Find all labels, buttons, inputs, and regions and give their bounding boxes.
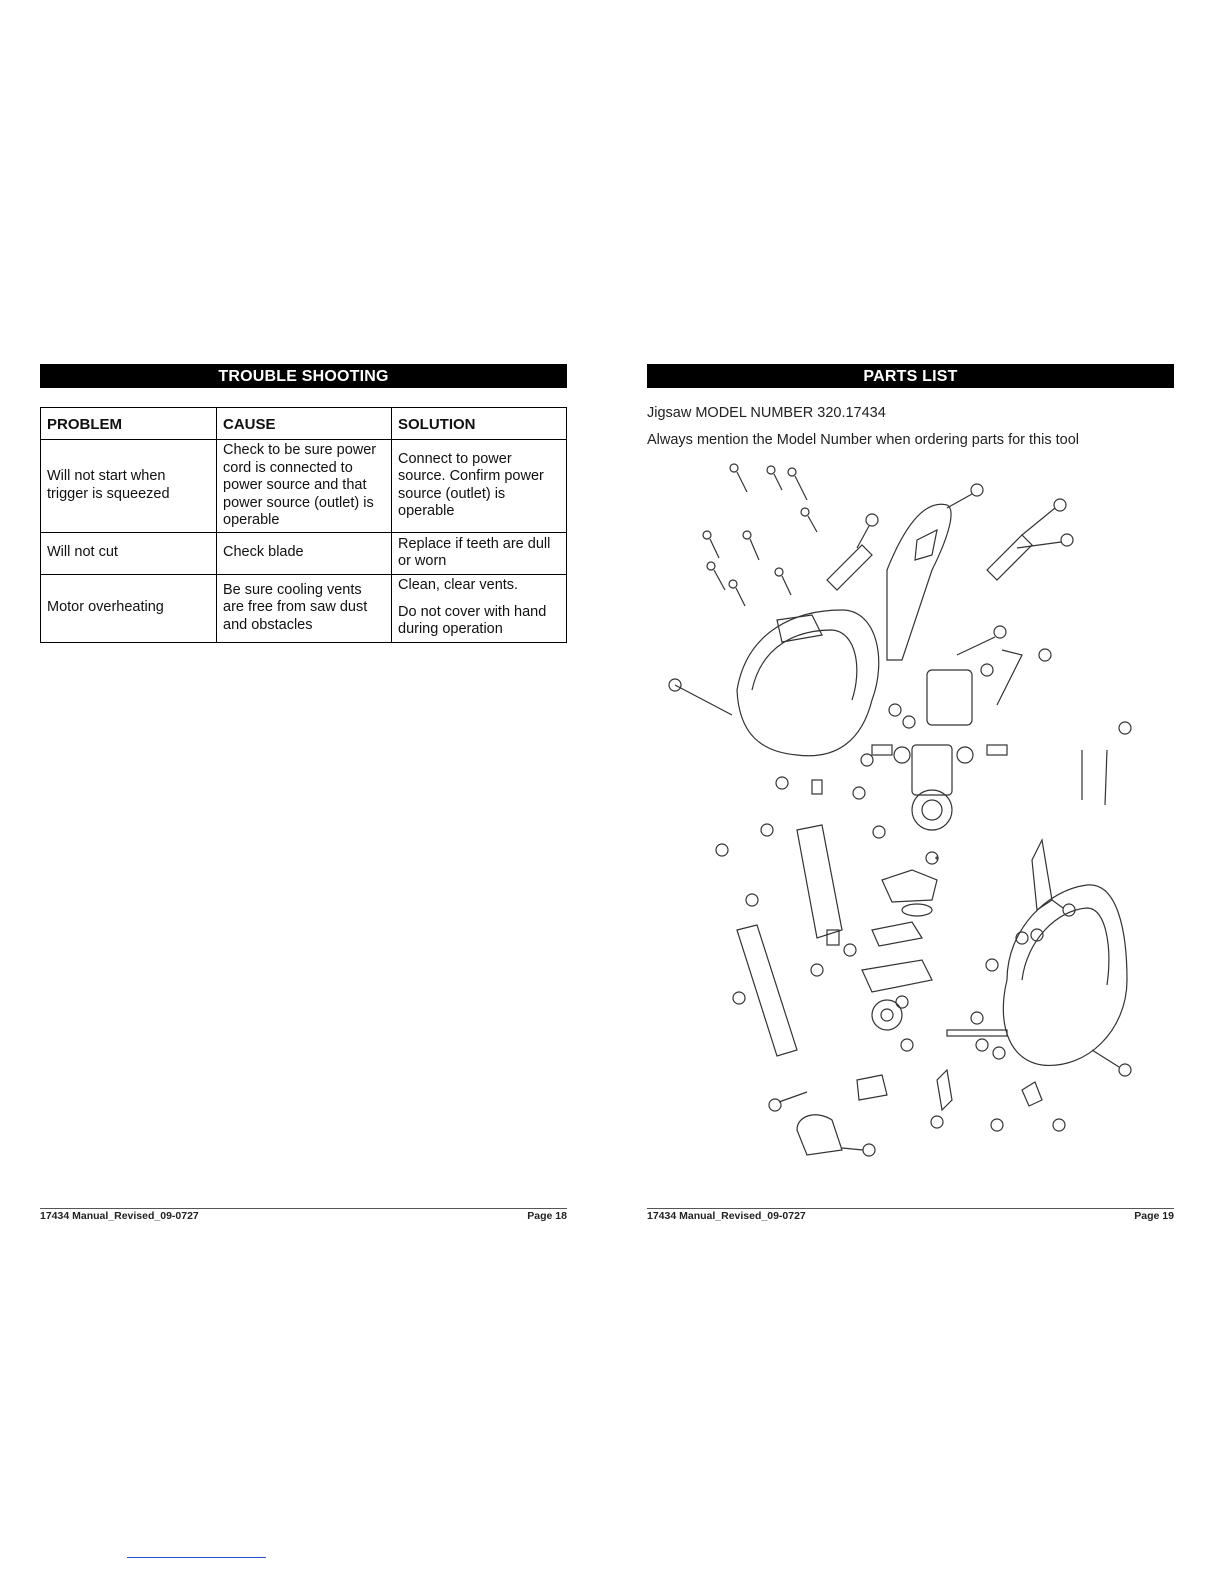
table-row: Will not start when trigger is squeezed … [40,439,567,533]
table-header-row: PROBLEM CAUSE SOLUTION [40,407,567,440]
footer-divider [647,1208,1174,1209]
link-underline [127,1557,266,1558]
trouble-shooting-table: PROBLEM CAUSE SOLUTION Will not start wh… [40,407,567,643]
footer-document-name: 17434 Manual_Revised_09-0727 [40,1210,199,1222]
screw-icon [702,463,818,607]
header-problem: PROBLEM [40,407,217,440]
model-number-line: Jigsaw MODEL NUMBER 320.17434 [647,405,886,421]
problem-cell: Will not cut [40,531,217,575]
solution-text: Clean, clear vents. [398,577,519,594]
page-18: TROUBLE SHOOTING PROBLEM CAUSE SOLUTION … [40,0,567,1584]
cause-cell: Check to be sure power cord is connected… [216,439,392,533]
page-19: PARTS LIST Jigsaw MODEL NUMBER 320.17434… [647,0,1174,1584]
solution-cell: Connect to power source. Confirm power s… [391,439,567,533]
header-cause: CAUSE [216,407,392,440]
solution-text: Do not cover with hand during operation [398,603,547,638]
table-row: Will not cut Check blade Replace if teet… [40,531,567,575]
ordering-note: Always mention the Model Number when ord… [647,432,1079,448]
table-row: Motor overheating Be sure cooling vents … [40,573,567,643]
parts-list-header: PARTS LIST [647,364,1174,388]
solution-text: Replace if teeth are dull or worn [398,535,551,570]
exploded-view-diagram-icon [668,463,1132,1157]
solution-text: Connect to power source. Confirm power s… [398,450,544,520]
cause-cell: Be sure cooling vents are free from saw … [216,573,392,643]
header-solution: SOLUTION [391,407,567,440]
footer-divider [40,1208,567,1209]
footer-page-number: Page 18 [527,1210,567,1222]
footer-document-name: 17434 Manual_Revised_09-0727 [647,1210,806,1222]
cause-cell: Check blade [216,531,392,575]
solution-cell: Clean, clear vents. Do not cover with ha… [391,573,567,643]
trouble-shooting-header: TROUBLE SHOOTING [40,364,567,388]
problem-cell: Will not start when trigger is squeezed [40,439,217,533]
footer-page-number: Page 19 [1134,1210,1174,1222]
problem-cell: Motor overheating [40,573,217,643]
solution-cell: Replace if teeth are dull or worn [391,531,567,575]
